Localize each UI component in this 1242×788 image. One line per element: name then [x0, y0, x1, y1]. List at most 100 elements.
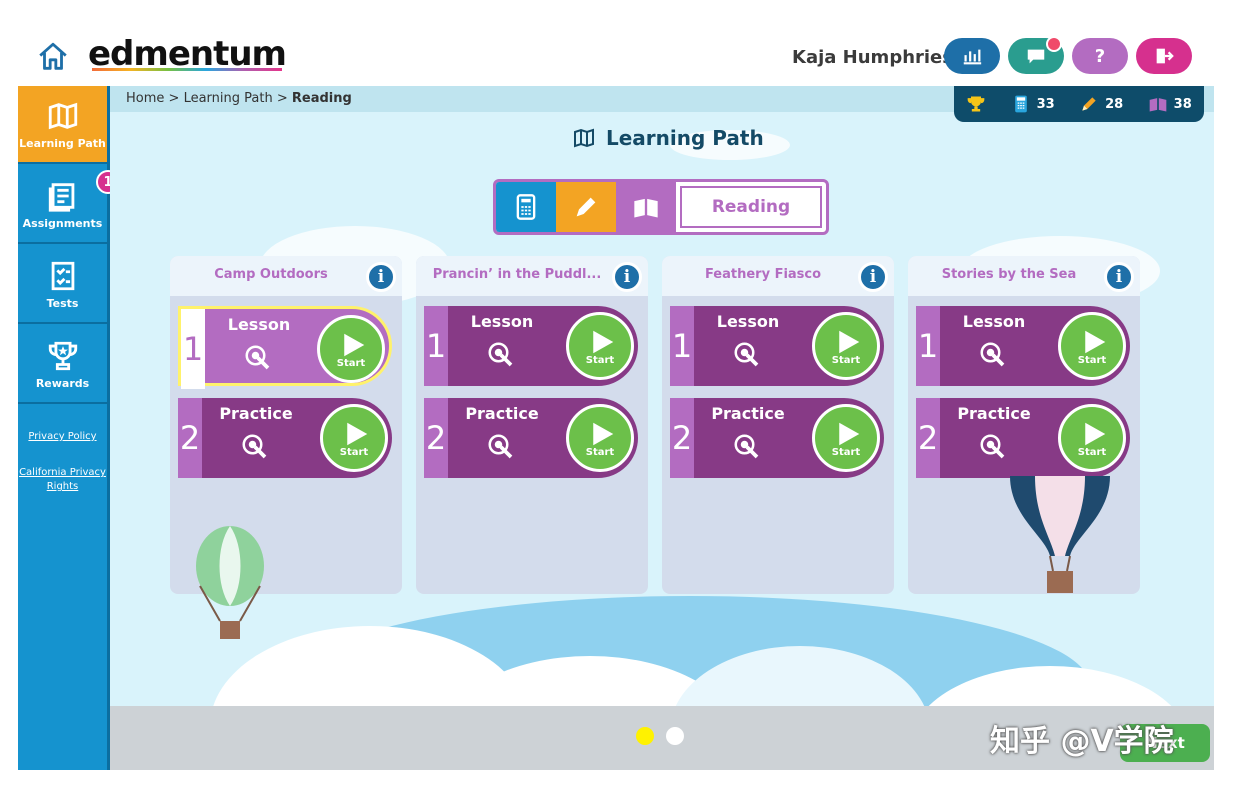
- california-privacy-link[interactable]: California Privacy Rights: [19, 467, 106, 492]
- target-cursor-icon: [980, 434, 1005, 459]
- stats-button[interactable]: [944, 38, 1000, 74]
- activity-number: 2: [916, 398, 940, 478]
- privacy-policy-link[interactable]: Privacy Policy: [28, 431, 97, 442]
- calculator-icon: [1014, 95, 1027, 113]
- hot-air-balloon-green: [196, 526, 264, 639]
- unit-header: Prancin’ in the Puddl... i: [416, 256, 648, 296]
- activity-label: Practice: [465, 404, 539, 423]
- lesson-activity[interactable]: 1 Lesson Start: [424, 306, 638, 386]
- watermark: 知乎 @V学院: [990, 724, 1174, 759]
- selected-subject-label: Reading: [680, 186, 822, 228]
- target-cursor-icon: [734, 434, 759, 459]
- info-icon[interactable]: i: [1104, 262, 1134, 292]
- start-label: Start: [585, 446, 615, 458]
- play-icon: [344, 333, 365, 356]
- start-button[interactable]: Start: [317, 315, 385, 383]
- next-label: Next: [1145, 734, 1185, 752]
- target-cursor-icon: [488, 342, 513, 367]
- background-cloud: [670, 130, 790, 160]
- help-button[interactable]: ?: [1072, 38, 1128, 74]
- info-icon[interactable]: i: [612, 262, 642, 292]
- logout-icon: [1156, 48, 1174, 64]
- unit-card: Prancin’ in the Puddl... i 1 Lesson Star…: [416, 256, 648, 594]
- breadcrumb-current: Reading: [291, 91, 352, 106]
- start-button[interactable]: Start: [1058, 312, 1126, 380]
- stats-bar: 33 28 38: [954, 86, 1204, 122]
- practice-activity[interactable]: 2 Practice Start: [916, 398, 1130, 478]
- activity-label: Practice: [957, 404, 1031, 423]
- activity-number: 1: [916, 306, 940, 386]
- lesson-activity[interactable]: 1 Lesson Start: [178, 306, 392, 389]
- sidebar: Learning Path Assignments Tests Rewards …: [18, 86, 110, 770]
- unit-card: Stories by the Sea i 1 Lesson Start 2 Pr…: [908, 256, 1140, 594]
- practice-activity[interactable]: 2 Practice Start: [424, 398, 638, 478]
- start-button[interactable]: Start: [566, 404, 634, 472]
- breadcrumb-separator: >: [276, 91, 288, 106]
- breadcrumb-home[interactable]: Home: [126, 91, 165, 106]
- reading-count: 38: [1173, 96, 1192, 112]
- subject-writing-tab[interactable]: [556, 182, 616, 232]
- breadcrumb-learning-path[interactable]: Learning Path: [183, 91, 273, 106]
- unit-header: Stories by the Sea i: [908, 256, 1140, 296]
- bar-chart-icon: [963, 49, 982, 65]
- start-button[interactable]: Start: [812, 312, 880, 380]
- writing-count: 28: [1105, 96, 1124, 112]
- main-content: Home > Learning Path > Reading 33 28 38: [110, 86, 1214, 770]
- activity-number: 1: [670, 306, 694, 386]
- unit-card: Feathery Fiasco i 1 Lesson Start 2 Pract…: [662, 256, 894, 594]
- pager-dot[interactable]: [666, 727, 684, 745]
- lesson-activity[interactable]: 1 Lesson Start: [916, 306, 1130, 386]
- start-label: Start: [585, 354, 615, 366]
- help-label: ?: [1094, 45, 1106, 67]
- trophy-icon: [48, 341, 77, 370]
- pager-dot-active[interactable]: [636, 727, 654, 745]
- trophy-stat: [966, 94, 986, 114]
- play-icon: [1085, 422, 1106, 445]
- sidebar-item-learning-path[interactable]: Learning Path: [18, 86, 107, 164]
- unit-title: Prancin’ in the Puddl...: [432, 267, 602, 282]
- writing-stat: 28: [1079, 94, 1123, 114]
- math-stat: 33: [1011, 94, 1055, 114]
- start-button[interactable]: Start: [1058, 404, 1126, 472]
- activity-number: 2: [424, 398, 448, 478]
- info-icon[interactable]: i: [858, 262, 888, 292]
- practice-activity[interactable]: 2 Practice Start: [670, 398, 884, 478]
- home-icon[interactable]: [36, 40, 70, 74]
- subject-reading-tab[interactable]: [616, 182, 676, 232]
- logout-button[interactable]: [1136, 38, 1192, 74]
- start-button[interactable]: Start: [566, 312, 634, 380]
- practice-activity[interactable]: 2 Practice Start: [178, 398, 392, 478]
- subject-switcher: Reading: [493, 179, 829, 235]
- activity-number: 2: [178, 398, 202, 478]
- tests-icon: [51, 261, 74, 290]
- sidebar-item-rewards[interactable]: Rewards: [18, 326, 107, 404]
- activity-label: Practice: [219, 404, 293, 423]
- logo[interactable]: edmentum: [88, 34, 287, 74]
- start-label: Start: [339, 446, 369, 458]
- start-button[interactable]: Start: [812, 404, 880, 472]
- activity-label: Lesson: [962, 312, 1026, 331]
- target-cursor-icon: [734, 342, 759, 367]
- start-label: Start: [1077, 354, 1107, 366]
- info-icon[interactable]: i: [366, 262, 396, 292]
- next-button[interactable]: Next: [1120, 724, 1210, 762]
- activity-label: Lesson: [227, 315, 291, 334]
- unit-title: Camp Outdoors: [214, 267, 328, 282]
- activity-number: 1: [424, 306, 448, 386]
- page-title-text: Learning Path: [606, 126, 764, 150]
- unit-header: Camp Outdoors i: [170, 256, 402, 296]
- book-icon: [634, 198, 658, 218]
- sidebar-item-tests[interactable]: Tests: [18, 246, 107, 324]
- calculator-icon: [516, 194, 536, 220]
- sidebar-item-assignments[interactable]: Assignments: [18, 166, 107, 244]
- trophy-icon: [967, 96, 985, 112]
- start-button[interactable]: Start: [320, 404, 388, 472]
- activity-label: Lesson: [716, 312, 780, 331]
- play-icon: [347, 422, 368, 445]
- subject-math-tab[interactable]: [496, 182, 556, 232]
- notification-dot: [1046, 36, 1062, 52]
- start-label: Start: [336, 357, 366, 369]
- lesson-activity[interactable]: 1 Lesson Start: [670, 306, 884, 386]
- sidebar-item-label: Learning Path: [19, 136, 106, 150]
- play-icon: [593, 330, 614, 353]
